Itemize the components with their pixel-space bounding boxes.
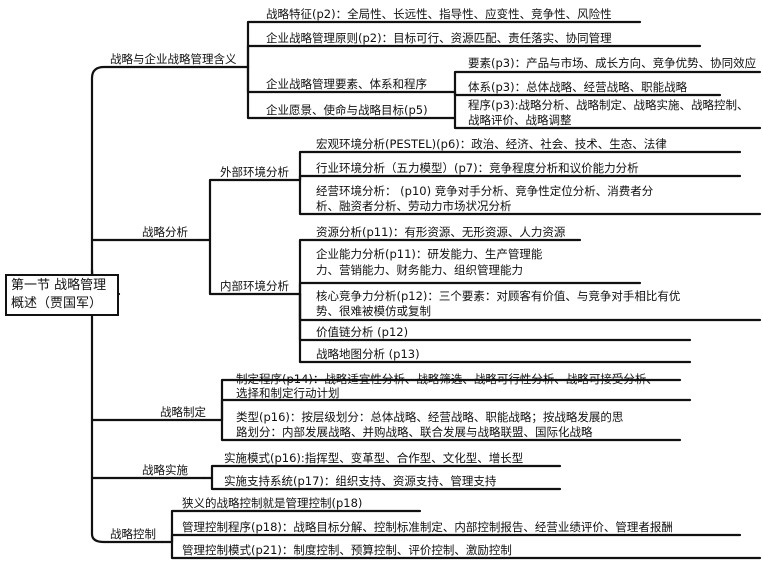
node-process-line2: 战略评价、战略调整: [468, 113, 572, 127]
node-control-modes: 管理控制模式(p21)：制度控制、预算控制、评价控制、激励控制: [182, 543, 512, 557]
branch-strategy-control: 战略控制: [110, 527, 156, 541]
branch-strategy-implementation: 战略实施: [142, 463, 188, 477]
node-formulation-process-line1: 制定程序(p14)：战略适宜性分析、战略筛选、战略可行性分析、战略可接受分析、: [236, 372, 658, 386]
node-value-chain: 价值链分析 (p12): [316, 325, 409, 339]
node-strategy-types-line2: 路划分：内部发展战略、并购战略、联合发展与战略联盟、国际化战略: [236, 425, 593, 439]
node-capability-line1: 企业能力分析(p11)：研发能力、生产管理能: [316, 247, 543, 261]
node-strategy-types-line1: 类型(p16)：按层级划分：总体战略、经营战略、职能战略；按战略发展的思: [236, 410, 624, 424]
node-strategy-features: 战略特征(p2)：全局性、长远性、指导性、应变性、竞争性、风险性: [266, 7, 612, 21]
node-narrow-control: 狭义的战略控制就是管理控制(p18): [182, 496, 363, 510]
node-system: 体系(p3)：总体战略、经营战略、职能战略: [468, 80, 688, 94]
root-title-line1: 第一节 战略管理: [11, 278, 107, 293]
node-macro-analysis: 宏观环境分析(PESTEL)(p6)：政治、经济、社会、技术、生态、法律: [316, 137, 667, 151]
node-industry-analysis: 行业环境分析（五力模型）(p7)：竞争程度分析和议价能力分析: [316, 161, 639, 175]
node-elements: 要素(p3)：产品与市场、成长方向、竞争优势、协同效应: [468, 56, 757, 70]
node-formulation-process-line2: 选择和制定行动计划: [236, 386, 340, 400]
node-core-competence-line2: 势、很难被模仿或复制: [316, 304, 431, 318]
node-elements-system-process: 企业战略管理要素、体系和程序: [266, 77, 427, 91]
node-vision-mission: 企业愿景、使命与战略目标(p5): [266, 103, 428, 117]
node-management-principles: 企业战略管理原则(p2)：目标可行、资源匹配、责任落实、协同管理: [266, 31, 612, 45]
node-control-process: 管理控制程序(p18)：战略目标分解、控制标准制定、内部控制报告、经营业绩评价、…: [182, 520, 673, 534]
node-internal-analysis: 内部环境分析: [220, 279, 289, 293]
branch-strategy-analysis: 战略分析: [142, 225, 188, 239]
node-implementation-modes: 实施模式(p16):指挥型、变革型、合作型、文化型、增长型: [224, 451, 524, 465]
node-capability-line2: 力、营销能力、财务能力、组织管理能力: [316, 263, 523, 277]
node-external-analysis: 外部环境分析: [220, 165, 289, 179]
node-resource-analysis: 资源分析(p11)：有形资源、无形资源、人力资源: [316, 225, 566, 239]
node-strategy-map: 战略地图分析 (p13): [316, 347, 420, 361]
branch-strategy-formulation: 战略制定: [160, 405, 206, 419]
node-support-systems: 实施支持系统(p17)：组织支持、资源支持、管理支持: [224, 474, 497, 488]
branch-strategy-definition: 战略与企业战略管理含义: [110, 52, 237, 66]
root-title-line2: 概述（贾国军）: [11, 296, 103, 311]
node-process-line1: 程序(p3):战略分析、战略制定、战略实施、战略控制、: [468, 98, 749, 112]
node-operating-analysis-line1: 经营环境分析： (p10) 竞争对手分析、竞争性定位分析、消费者分: [316, 184, 654, 198]
root-node: 第一节 战略管理 概述（贾国军）: [5, 274, 119, 316]
node-core-competence-line1: 核心竞争力分析(p12)：三个要素：对顾客有价值、与竞争对手相比有优: [316, 289, 681, 303]
node-operating-analysis-line2: 析、融资者分析、劳动力市场状况分析: [316, 199, 512, 213]
